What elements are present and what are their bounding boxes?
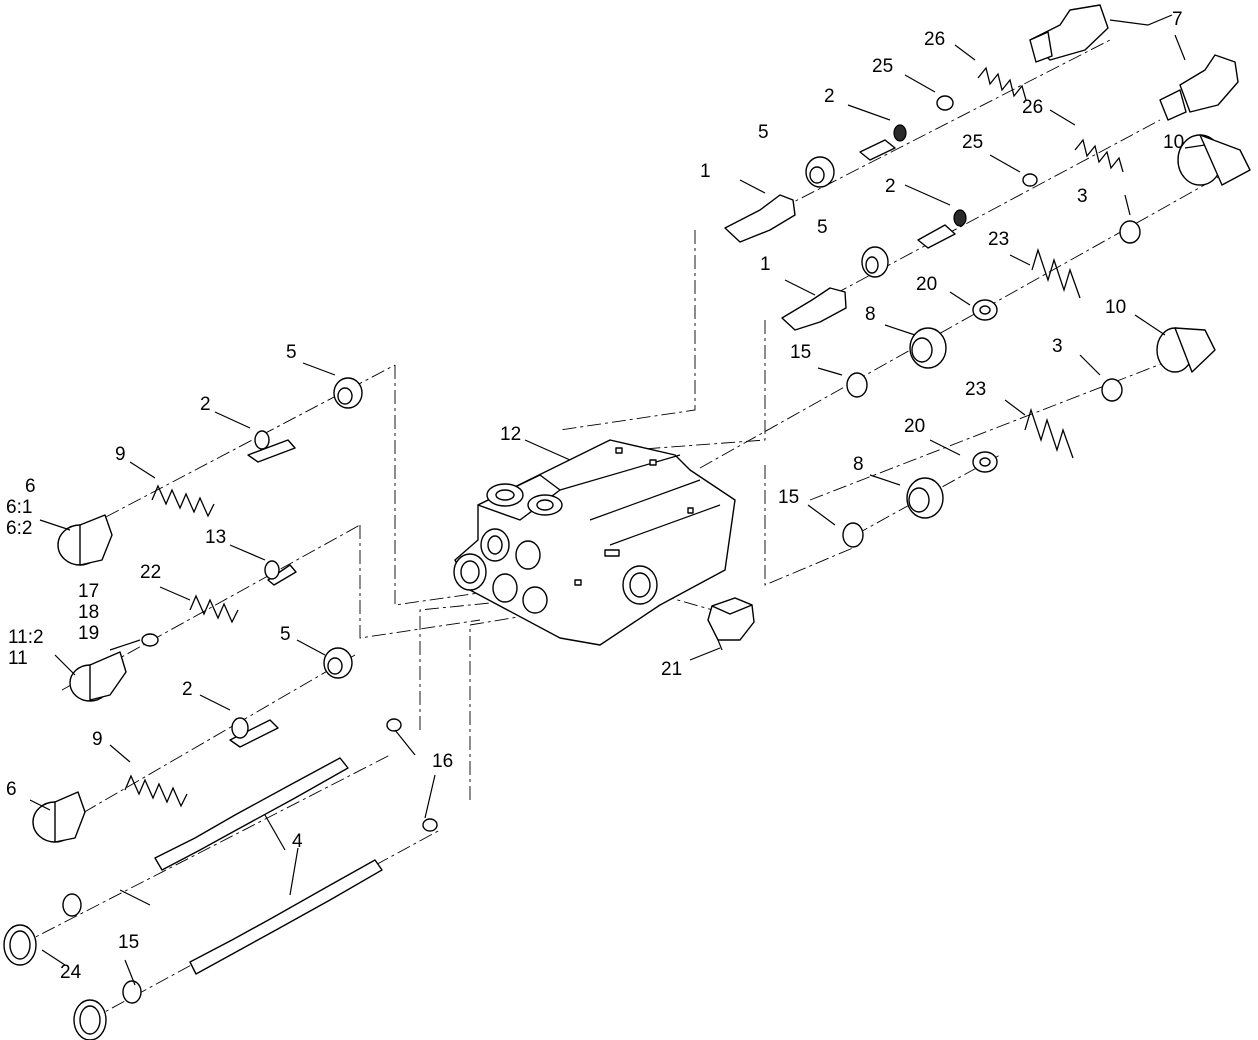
callout-12: 12 [500, 424, 521, 445]
callout-10-lower: 10 [1105, 297, 1126, 318]
callout-26-upper: 26 [924, 29, 945, 50]
callout-2-left-lower: 2 [182, 679, 193, 700]
callout-6-1: 6:1 [6, 497, 32, 518]
callout-20-lower: 20 [904, 416, 925, 437]
callout-3-lower: 3 [1052, 336, 1063, 357]
callout-13: 13 [205, 527, 226, 548]
solenoid-assembly-upper [1029, 4, 1239, 121]
callout-20-upper: 20 [916, 274, 937, 295]
callout-5-upper: 5 [758, 122, 769, 143]
callout-23-lower: 23 [965, 379, 986, 400]
callout-1-upper: 1 [700, 161, 711, 182]
callout-22: 22 [140, 562, 161, 583]
callout-15-upper: 15 [790, 342, 811, 363]
callout-11-2: 11:2 [8, 627, 44, 648]
upper-parts [724, 95, 1251, 548]
callout-10-upper: 10 [1163, 132, 1184, 153]
callout-26-lower: 26 [1022, 97, 1043, 118]
plug [707, 597, 755, 651]
callout-6-lower: 6 [6, 779, 17, 800]
callout-21: 21 [661, 659, 682, 680]
callout-18: 18 [78, 602, 99, 623]
callout-17: 17 [78, 581, 99, 602]
callout-15-lower: 15 [118, 932, 139, 953]
callout-25-lower: 25 [962, 132, 983, 153]
callout-labels: 1 1 2 2 2 2 3 3 4 5 5 5 5 6 6:1 6:2 6 7 … [6, 9, 1184, 983]
callout-5-left-lower: 5 [280, 624, 291, 645]
callout-5-left-upper: 5 [286, 342, 297, 363]
callout-1-lower: 1 [760, 254, 771, 275]
callout-2-mid: 2 [885, 176, 896, 197]
callout-2-left-upper: 2 [200, 394, 211, 415]
left-parts [3, 377, 438, 1040]
valve-body [453, 439, 736, 646]
callout-6-upper: 6 [25, 476, 36, 497]
callout-3-upper: 3 [1077, 186, 1088, 207]
callout-24: 24 [60, 962, 82, 983]
callout-16: 16 [432, 751, 453, 772]
callout-8-upper: 8 [865, 304, 876, 325]
callout-8-lower: 8 [853, 454, 864, 475]
callout-9-upper: 9 [115, 444, 126, 465]
callout-6-2: 6:2 [6, 518, 32, 539]
callout-9-lower: 9 [92, 729, 103, 750]
leader-lines [29, 14, 1206, 986]
callout-15-mid: 15 [778, 487, 799, 508]
callout-4: 4 [292, 831, 303, 852]
callout-25-upper: 25 [872, 56, 893, 77]
callout-5-mid: 5 [817, 217, 828, 238]
callout-23-upper: 23 [988, 229, 1009, 250]
callout-11: 11 [8, 648, 28, 669]
upper-spring-set [977, 66, 1124, 459]
callout-7: 7 [1172, 9, 1183, 30]
callout-2-upper: 2 [824, 86, 835, 107]
callout-19: 19 [78, 623, 99, 644]
